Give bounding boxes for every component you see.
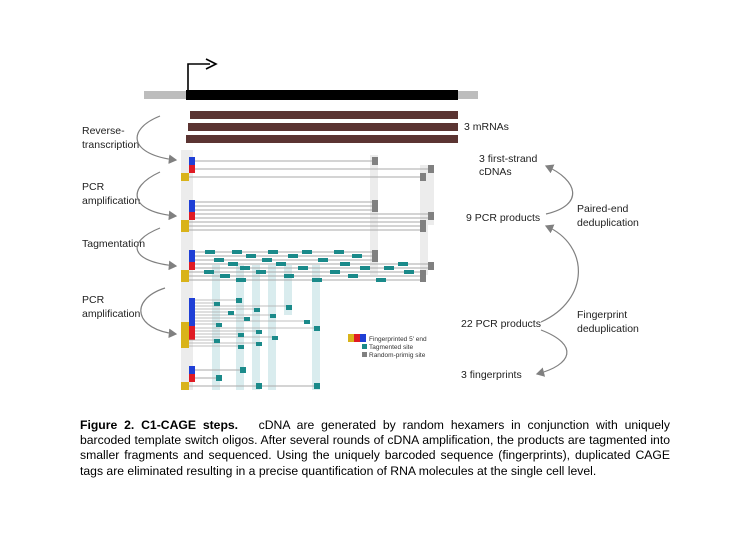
gene-flank-left bbox=[144, 91, 186, 99]
figure-caption: Figure 2. C1-CAGE steps. cDNA are genera… bbox=[80, 418, 670, 479]
left-step-arrows bbox=[136, 115, 178, 339]
pcr-products-22 bbox=[181, 298, 320, 349]
label-pcr22: 22 PCR products bbox=[461, 318, 541, 330]
tagmented-products bbox=[181, 250, 434, 282]
label-rt-1: Reverse- bbox=[82, 125, 125, 137]
mrna-bars bbox=[186, 111, 458, 143]
label-paired-2: deduplication bbox=[577, 217, 639, 229]
caption-title: Figure 2. C1-CAGE steps. bbox=[80, 418, 239, 432]
curved-arrow-icon bbox=[136, 227, 178, 271]
label-first-strand-2: cDNAs bbox=[479, 166, 512, 178]
right-dedup-arrows bbox=[535, 164, 579, 377]
left-step-labels: Reverse- transcription PCR amplification… bbox=[82, 125, 145, 320]
curved-arrow-icon bbox=[535, 329, 568, 377]
legend: Fingerprinted 5' end Tagmented site Rand… bbox=[348, 334, 427, 359]
fingerprint-products bbox=[181, 366, 320, 390]
label-pcr1-2: amplification bbox=[82, 195, 141, 207]
label-pcr2-1: PCR bbox=[82, 294, 105, 306]
label-mrnas: 3 mRNAs bbox=[464, 121, 509, 133]
gene-flank-right bbox=[458, 91, 478, 99]
label-pcr2-2: amplification bbox=[82, 308, 141, 320]
mrna-bar bbox=[190, 111, 458, 119]
label-finger-1: Fingerprint bbox=[577, 309, 627, 321]
legend-random: Random-primig site bbox=[369, 352, 426, 359]
label-paired-1: Paired-end bbox=[577, 203, 629, 215]
curved-arrow-icon bbox=[540, 224, 579, 323]
gene-track bbox=[144, 58, 478, 100]
label-finger-2: deduplication bbox=[577, 323, 639, 335]
label-first-strand-1: 3 first-strand bbox=[479, 153, 538, 165]
label-pcr9: 9 PCR products bbox=[466, 212, 540, 224]
mrna-bar bbox=[186, 135, 458, 143]
c1-cage-diagram: Fingerprinted 5' end Tagmented site Rand… bbox=[82, 58, 639, 390]
curved-arrow-icon bbox=[136, 115, 178, 164]
legend-tagmented: Tagmented site bbox=[369, 344, 413, 351]
curved-arrow-icon bbox=[136, 171, 178, 221]
legend-fingerprint: Fingerprinted 5' end bbox=[369, 336, 427, 343]
curved-arrow-icon bbox=[544, 164, 574, 215]
tss-arrow-icon bbox=[187, 63, 210, 90]
caption-body: cDNA are generated by random hexamers in… bbox=[80, 418, 670, 478]
first-strand-cdnas bbox=[181, 157, 434, 181]
label-tag: Tagmentation bbox=[82, 238, 145, 250]
mrna-bar bbox=[188, 123, 458, 131]
label-rt-2: transcription bbox=[82, 139, 139, 151]
tag-guides bbox=[212, 265, 320, 390]
tss-arrowhead-icon bbox=[205, 58, 218, 70]
gene-body bbox=[186, 90, 458, 100]
curved-arrow-icon bbox=[140, 287, 178, 339]
pcr-products-9 bbox=[181, 200, 434, 232]
label-pcr1-1: PCR bbox=[82, 181, 105, 193]
right-labels: 3 mRNAs 3 first-strand cDNAs 9 PCR produ… bbox=[461, 121, 639, 381]
label-fingerprints: 3 fingerprints bbox=[461, 369, 522, 381]
